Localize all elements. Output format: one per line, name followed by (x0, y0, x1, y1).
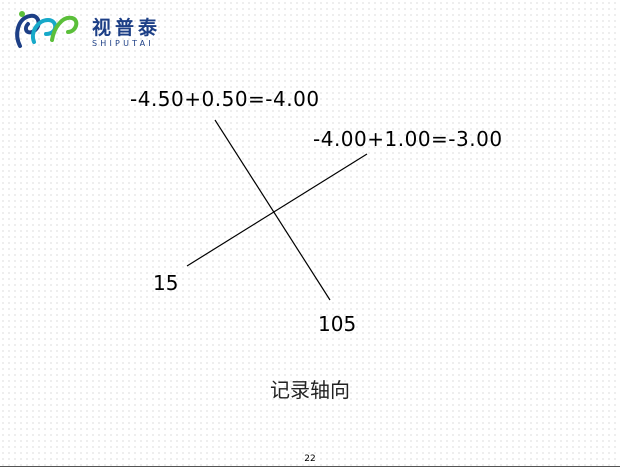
logo-subtitle: SHIPUTAI (92, 39, 154, 48)
axis-line-105 (214, 119, 331, 301)
equation-right: -4.00+1.00=-3.00 (313, 127, 503, 151)
shiputai-logo-icon (15, 11, 79, 48)
axis-label-15: 15 (153, 271, 179, 295)
caption: 记录轴向 (270, 378, 350, 402)
axis-line-15 (186, 153, 368, 267)
equation-top: -4.50+0.50=-4.00 (130, 87, 320, 111)
logo-title: 视普泰 (92, 17, 162, 39)
axis-label-105: 105 (318, 312, 357, 336)
bottom-divider (0, 466, 620, 467)
page-number: 22 (304, 454, 316, 464)
company-logo: 视普泰 SHIPUTAI (12, 6, 212, 54)
